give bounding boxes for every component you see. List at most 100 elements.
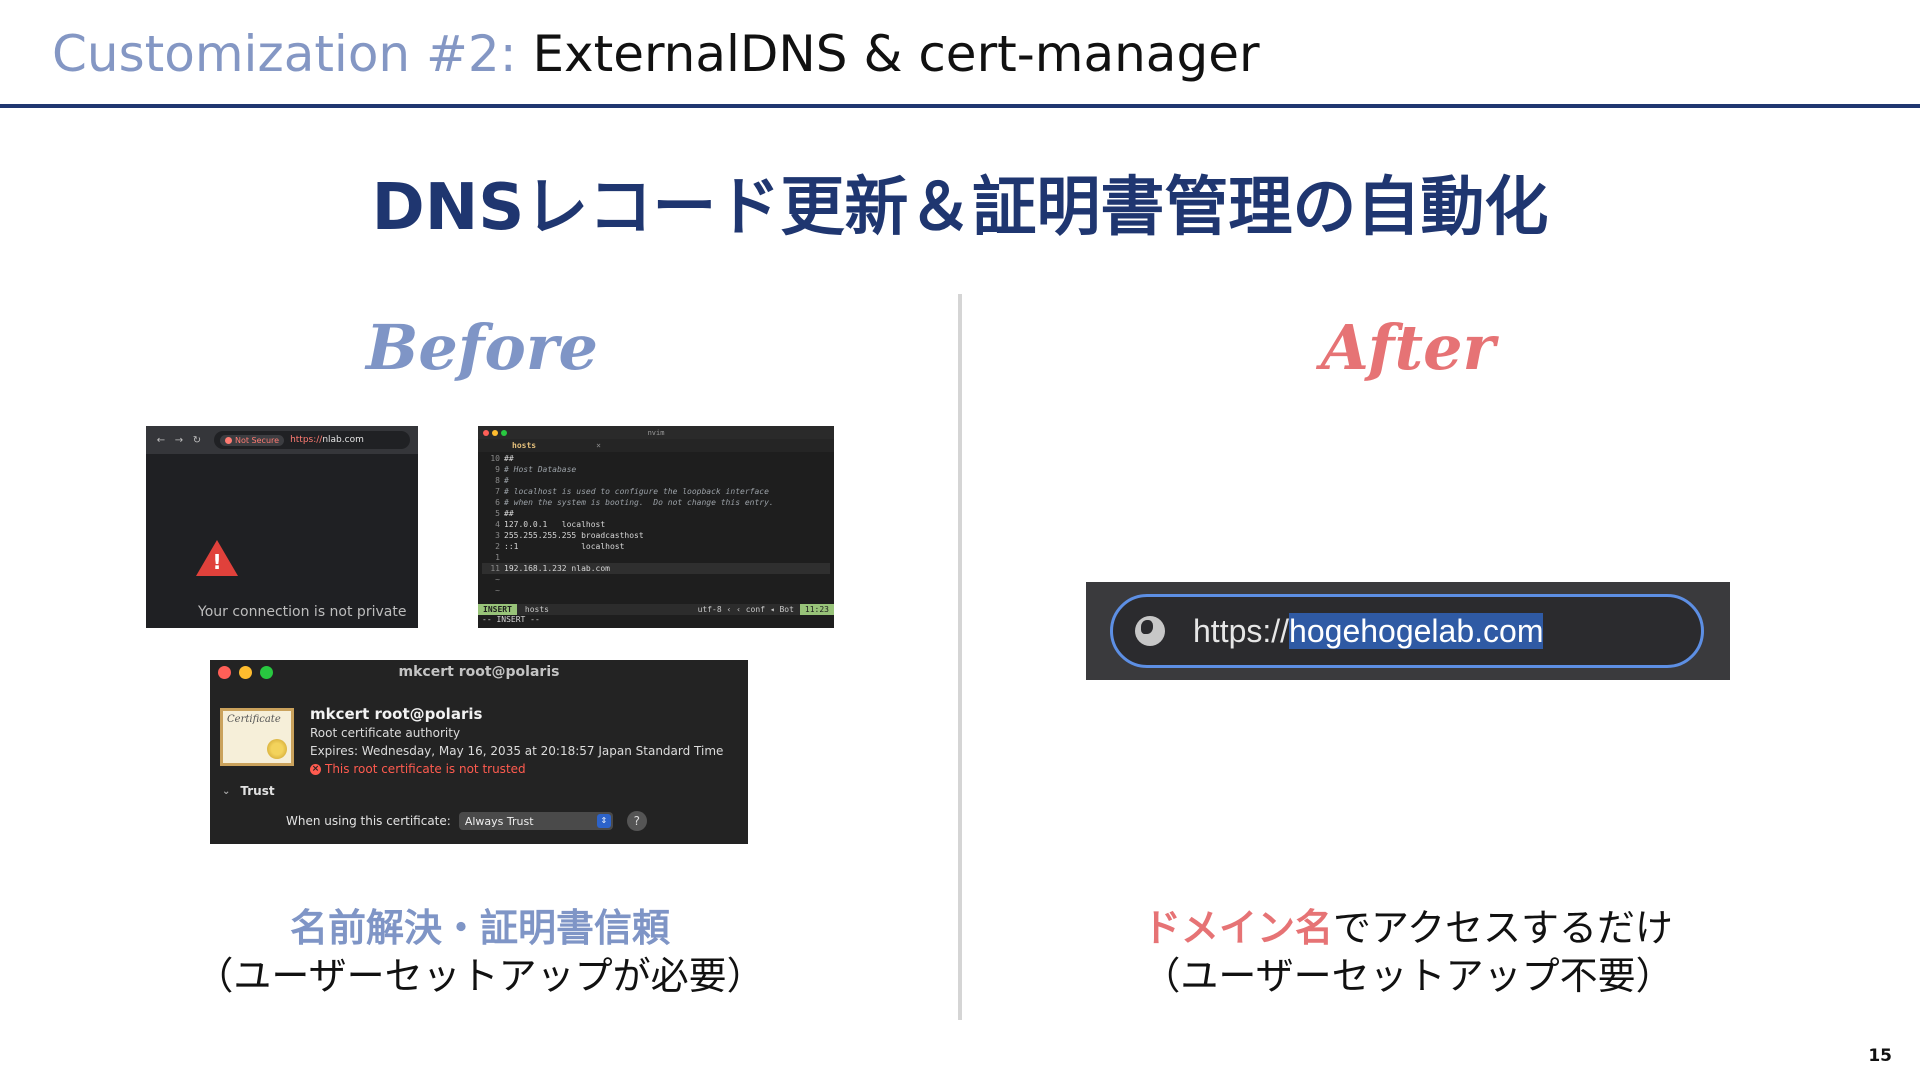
before-caption-subtitle: （ユーザーセットアップが必要） [195,954,765,998]
line-number: 9 [495,465,500,474]
line-text: 127.0.0.1 localhost [504,520,606,529]
url-host: nlab.com [322,435,364,445]
url-scheme: https:// [290,435,323,445]
line-number: 10 [490,454,500,463]
trust-label: Trust [240,784,275,798]
certificate-warning-text: This root certificate is not trusted [325,762,526,776]
terminal-title: nvim [647,428,665,437]
line-text: 255.255.255.255 broadcasthost [504,531,644,540]
error-icon: × [310,763,321,775]
address-url[interactable]: https://hogehogelab.com [1193,612,1544,650]
vim-statusline: INSERT hosts utf-8 ‹ ‹ conf ◂ Bot 11:23 [478,604,834,615]
code-line: ~ [482,574,830,585]
page-number: 15 [1868,1046,1892,1066]
certificate-icon: Certificate [220,708,294,766]
address-bar-screenshot: https://hogehogelab.com [1086,582,1730,680]
terminal-titlebar: nvim [478,426,834,439]
reload-icon[interactable]: ↻ [192,434,202,446]
certificate-window-title: mkcert root@polaris [398,664,560,680]
line-number: 3 [495,531,500,540]
editor-tab-hosts[interactable]: hosts × [478,439,834,452]
line-text: # when the system is booting. Do not cha… [504,498,774,507]
certificate-icon-label: Certificate [227,714,281,725]
trust-setting-row: When using this certificate: Always Trus… [286,811,647,831]
certificate-name: mkcert root@polaris [310,705,483,723]
before-caption: 名前解決・証明書信頼 （ユーザーセットアップが必要） [120,904,840,1000]
line-text: ## [504,509,514,518]
address-url-scheme: https:// [1193,612,1290,649]
after-caption: ドメイン名でアクセスするだけ （ユーザーセットアップ不要） [1048,904,1768,1000]
browser-url-bar[interactable]: Not Secure https://nlab.com [214,431,410,449]
editor-tab-label: hosts [512,441,537,450]
address-url-host-selected: hogehogelab.com [1289,612,1544,649]
line-number: ~ [495,575,500,584]
code-line: 5 ## [482,508,830,519]
help-button[interactable]: ? [626,811,647,831]
header-prefix: Customization #2: [52,25,517,83]
line-number: 2 [495,542,500,551]
code-line: 2::1 localhost [482,541,830,552]
address-bar[interactable]: https://hogehogelab.com [1110,594,1704,668]
maximize-window-icon[interactable] [260,665,273,679]
privacy-error-message: Your connection is not private [198,604,407,620]
line-text: # localhost is used to configure the loo… [504,487,769,496]
tab-close-icon[interactable]: × [596,441,601,450]
column-divider [958,294,962,1020]
status-file: hosts [524,605,549,614]
code-line: 1 [482,552,830,563]
forward-icon[interactable]: → [174,434,184,446]
line-number: 1 [495,553,500,562]
mode-indicator: -- INSERT -- [482,615,540,624]
line-text: ## [504,454,514,463]
select-arrows-icon: ⇕ [596,814,611,828]
certificate-seal-icon [267,739,287,759]
trust-policy-value: Always Trust [464,814,534,828]
browser-screenshot: ← → ↻ Not Secure https://nlab.com ! Your… [146,426,418,628]
line-number: 5 [495,509,500,518]
not-secure-badge[interactable]: Not Secure [220,434,285,446]
minimize-window-icon[interactable] [239,665,252,679]
line-text: ::1 localhost [504,542,625,551]
slide-header: Customization #2: ExternalDNS & cert-man… [52,22,1260,86]
before-heading: Before [366,311,598,384]
code-line: 9 # Host Database [482,464,830,475]
when-using-label: When using this certificate: [286,814,451,828]
code-line: ~ [482,585,830,596]
code-line: 10 ## [482,453,830,464]
chevron-down-icon: ⌄ [222,785,231,797]
before-caption-title: 名前解決・証明書信頼 [289,906,670,950]
code-line: 8# [482,475,830,486]
line-number: 8 [495,476,500,485]
trust-policy-select[interactable]: Always Trust ⇕ [458,812,613,830]
after-caption-title: ドメイン名でアクセスするだけ [1048,904,1768,952]
code-line: 3 255.255.255.255 broadcasthost [482,530,830,541]
line-number: ~ [495,586,500,595]
code-line: 6 # when the system is booting. Do not ch… [482,497,830,508]
warning-icon [196,540,238,576]
terminal-screenshot: nvim hosts × 10 ## 9 # Host Database 8# 7 #… [478,426,834,628]
close-window-icon[interactable] [483,429,489,436]
after-caption-subtitle: （ユーザーセットアップ不要） [1142,954,1674,998]
trust-section-toggle[interactable]: ⌄ Trust [222,784,275,798]
globe-icon [1135,616,1165,646]
line-text: 192.168.1.232 nlab.com [504,564,610,573]
minimize-window-icon[interactable] [492,429,498,436]
status-time: 11:23 [799,604,834,615]
line-number: 7 [495,487,500,496]
after-caption-rest: でアクセスするだけ [1332,906,1674,950]
certificate-titlebar: mkcert root@polaris [210,660,748,684]
header-rule [0,104,1920,108]
line-number: 6 [495,498,500,507]
certificate-warning: × This root certificate is not trusted [310,760,723,778]
close-window-icon[interactable] [218,665,231,679]
after-heading: After [1320,311,1496,384]
not-secure-label: Not Secure [235,435,280,445]
certificate-dialog-screenshot: mkcert root@polaris Certificate mkcert r… [210,660,748,844]
back-icon[interactable]: ← [156,434,166,446]
line-text: # Host Database [504,465,577,474]
status-mode: INSERT [478,604,517,615]
maximize-window-icon[interactable] [501,429,507,436]
hosts-file-content[interactable]: 10 ## 9 # Host Database 8# 7 # localhost is… [478,452,834,597]
